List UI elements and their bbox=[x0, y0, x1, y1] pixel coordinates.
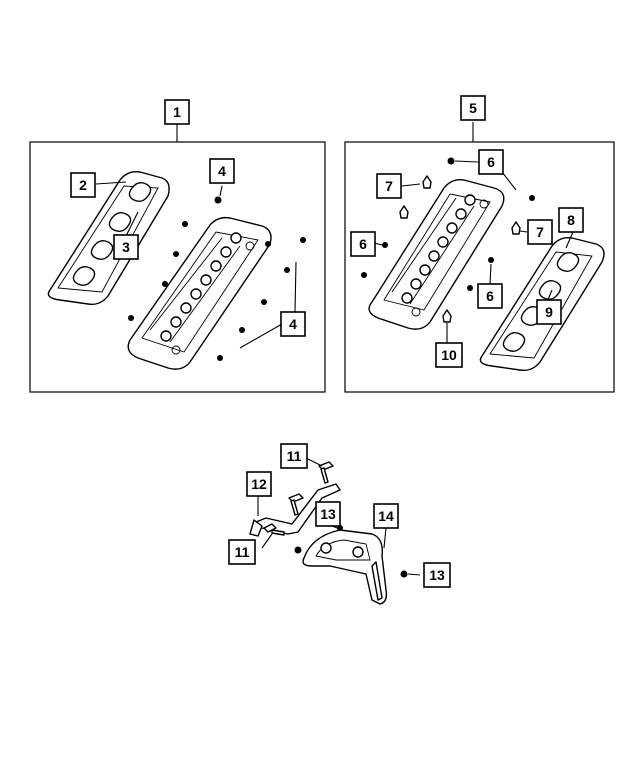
right-assembly-frame bbox=[344, 141, 615, 393]
callout-6-top[interactable]: 6 bbox=[478, 149, 504, 175]
callout-4-top[interactable]: 4 bbox=[209, 158, 235, 184]
callout-1[interactable]: 1 bbox=[164, 99, 190, 125]
callout-12[interactable]: 12 bbox=[246, 471, 272, 497]
callout-8-label: 8 bbox=[567, 212, 575, 228]
callout-4-top-label: 4 bbox=[218, 163, 226, 179]
support-bracket bbox=[302, 529, 388, 605]
callout-7-left[interactable]: 7 bbox=[376, 173, 402, 199]
bracket-bolts bbox=[263, 461, 334, 536]
callout-6-bottom-label: 6 bbox=[486, 288, 494, 304]
right-fasteners bbox=[361, 157, 535, 323]
callout-13-bottom-label: 13 bbox=[429, 567, 445, 583]
callout-3-label: 3 bbox=[122, 239, 130, 255]
callout-14-label: 14 bbox=[378, 508, 394, 524]
callout-10[interactable]: 10 bbox=[435, 342, 463, 368]
left-valve-cover bbox=[127, 216, 272, 370]
callout-2[interactable]: 2 bbox=[70, 172, 96, 198]
callout-13-top[interactable]: 13 bbox=[315, 501, 341, 527]
callout-7-left-label: 7 bbox=[385, 178, 393, 194]
callout-11-top[interactable]: 11 bbox=[280, 443, 308, 469]
callout-12-label: 12 bbox=[251, 476, 267, 492]
callout-13-bottom[interactable]: 13 bbox=[423, 562, 451, 588]
callout-1-label: 1 bbox=[173, 104, 181, 120]
callout-13-top-label: 13 bbox=[320, 506, 336, 522]
left-assembly-group: 1 bbox=[29, 99, 326, 393]
callout-10-label: 10 bbox=[441, 347, 457, 363]
bracket-assembly-group: 11 12 13 14 11 13 bbox=[228, 443, 451, 605]
callout-11-top-label: 11 bbox=[287, 448, 302, 464]
callout-2-label: 2 bbox=[79, 177, 87, 193]
bracket-nuts bbox=[294, 525, 408, 578]
callout-6-top-label: 6 bbox=[487, 154, 495, 170]
callout-7-right-label: 7 bbox=[536, 224, 544, 240]
callout-5[interactable]: 5 bbox=[460, 95, 486, 121]
callout-9[interactable]: 9 bbox=[536, 299, 562, 325]
callout-8[interactable]: 8 bbox=[558, 207, 584, 233]
callout-11-bottom-label: 11 bbox=[235, 544, 250, 560]
callout-11-bottom[interactable]: 11 bbox=[228, 539, 256, 565]
right-assembly-group: 5 bbox=[344, 95, 615, 393]
callout-7-right[interactable]: 7 bbox=[527, 219, 553, 245]
callout-14[interactable]: 14 bbox=[373, 503, 399, 529]
callout-6-left[interactable]: 6 bbox=[350, 231, 376, 257]
callout-5-label: 5 bbox=[469, 100, 477, 116]
callout-3[interactable]: 3 bbox=[113, 234, 139, 260]
callout-9-label: 9 bbox=[545, 304, 553, 320]
left-fasteners bbox=[128, 196, 306, 361]
callout-6-bottom[interactable]: 6 bbox=[477, 283, 503, 309]
left-gasket bbox=[47, 170, 170, 306]
right-valve-cover bbox=[368, 178, 505, 330]
callout-6-left-label: 6 bbox=[359, 236, 367, 252]
callout-4-bottom-label: 4 bbox=[289, 316, 297, 332]
callout-4-bottom[interactable]: 4 bbox=[280, 311, 306, 337]
